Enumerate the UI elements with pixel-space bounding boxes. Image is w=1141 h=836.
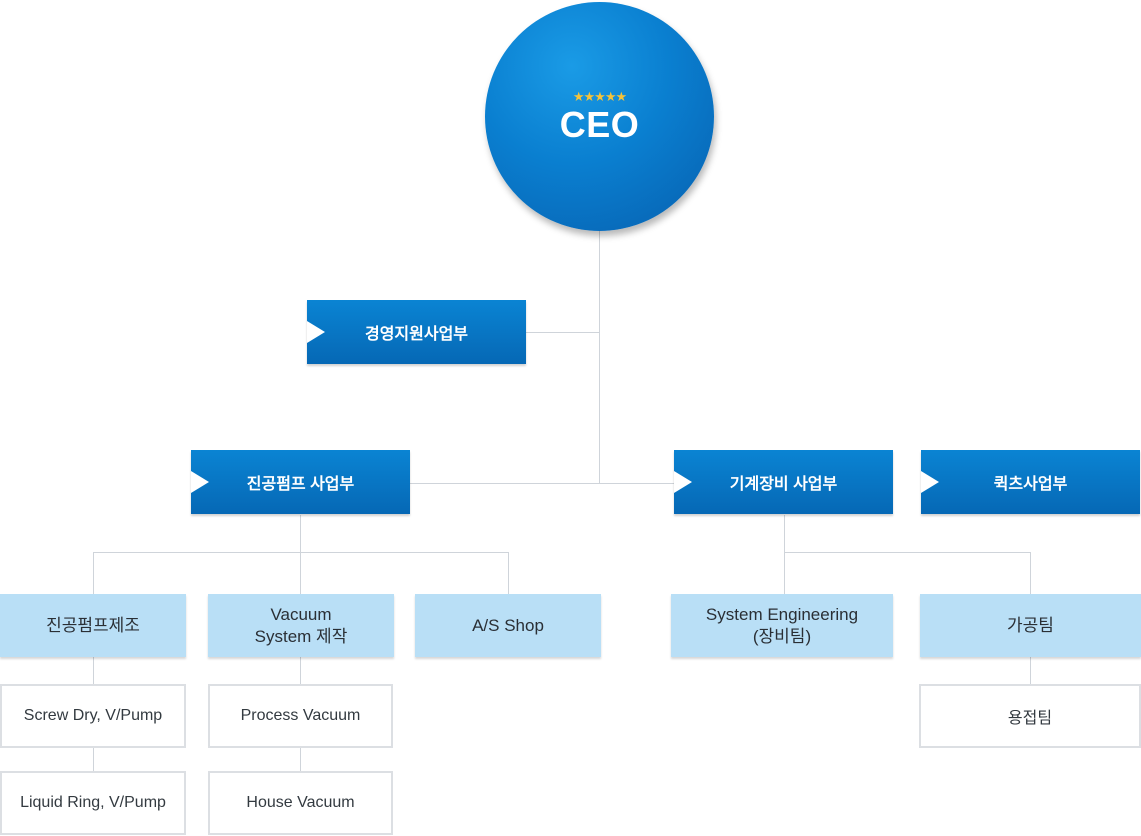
team-label-line1: Vacuum	[270, 604, 332, 624]
dept-label: 진공펌프 사업부	[246, 476, 355, 493]
connector-sub3	[1030, 657, 1031, 684]
team-label: Vacuum System 제작	[255, 604, 348, 648]
dept-label: 퀵츠사업부	[993, 476, 1068, 493]
team-label: 가공팀	[1007, 615, 1054, 635]
team-label-line2: (장비팀)	[752, 626, 812, 646]
sub-label: Liquid Ring, V/Pump	[20, 794, 166, 811]
team-vacuum-system: Vacuum System 제작	[208, 594, 394, 657]
team-label-line1: System Engineering	[705, 604, 859, 624]
team-system-engineering: System Engineering (장비팀)	[671, 594, 893, 657]
chevron-right-icon	[921, 471, 939, 493]
connector-machine-down	[784, 515, 785, 594]
sub-label: 용접팀	[1007, 710, 1053, 727]
dept-management-support: 경영지원사업부	[307, 300, 526, 364]
connector-pump-down	[300, 515, 301, 553]
chevron-right-icon	[307, 321, 325, 343]
team-label: System Engineering (장비팀)	[706, 604, 858, 648]
sub-screw-dry-pump: Screw Dry, V/Pump	[0, 684, 186, 748]
star-rating-icon: ★★★★★	[572, 88, 627, 104]
sub-label: Screw Dry, V/Pump	[23, 707, 163, 724]
ceo-label: CEO	[559, 103, 640, 145]
connector-machine-branch	[784, 552, 1031, 553]
connector-pump-team1	[93, 552, 94, 594]
connector-division-row	[410, 483, 676, 484]
chevron-right-icon	[191, 471, 209, 493]
dept-vacuum-pump: 진공펌프 사업부	[191, 450, 410, 514]
connector-pump-branch	[93, 552, 509, 553]
team-machining: 가공팀	[920, 594, 1141, 657]
sub-process-vacuum: Process Vacuum	[208, 684, 393, 748]
dept-quick: 퀵츠사업부	[921, 450, 1140, 514]
dept-label: 기계장비 사업부	[729, 476, 838, 493]
connector-management	[526, 332, 600, 333]
team-label: A/S Shop	[472, 615, 544, 635]
ceo-node: ★★★★★ CEO	[485, 2, 714, 231]
team-label-line2: System 제작	[254, 626, 348, 646]
connector-ceo-trunk	[599, 229, 600, 484]
connector-pump-team2	[300, 552, 301, 594]
sub-liquid-ring-pump: Liquid Ring, V/Pump	[0, 771, 186, 835]
connector-pump-team3	[508, 552, 509, 594]
dept-label: 경영지원사업부	[364, 326, 469, 343]
dept-machine-equipment: 기계장비 사업부	[674, 450, 893, 514]
chevron-right-icon	[674, 471, 692, 493]
sub-welding: 용접팀	[919, 684, 1141, 748]
team-pump-manufacturing: 진공펌프제조	[0, 594, 186, 657]
connector-machine-team2	[1030, 552, 1031, 594]
sub-house-vacuum: House Vacuum	[208, 771, 393, 835]
team-label: 진공펌프제조	[46, 615, 140, 635]
sub-label: Process Vacuum	[240, 707, 361, 724]
team-as-shop: A/S Shop	[415, 594, 601, 657]
sub-label: House Vacuum	[246, 794, 355, 811]
